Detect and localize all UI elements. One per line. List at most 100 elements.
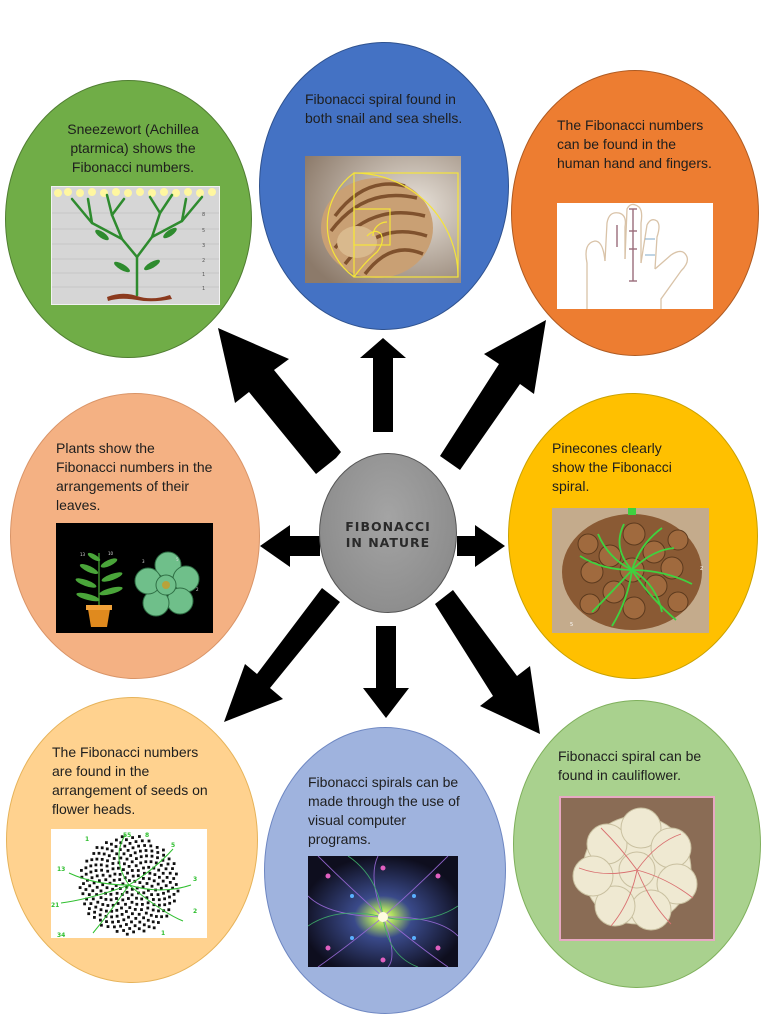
seed-dot [128, 842, 132, 845]
seed-dot [151, 908, 155, 912]
seed-dot [134, 840, 138, 843]
seed-dot [146, 901, 150, 905]
seed-dot [164, 867, 168, 871]
seed-dot [106, 869, 110, 873]
arrow-to-hand [440, 320, 546, 470]
seed-dot [142, 929, 146, 933]
seed-dot [99, 896, 103, 899]
seed-dot [108, 881, 112, 885]
seed-dot [125, 838, 128, 842]
seed-dot [158, 875, 161, 879]
seed-dot [147, 839, 151, 843]
sunflower-label-5: 5 [171, 842, 175, 849]
svg-text:5: 5 [176, 557, 179, 562]
seed-dot [109, 892, 113, 896]
seed-dot [94, 863, 98, 867]
seed-dot [112, 857, 116, 860]
seed-dot [86, 878, 89, 882]
seed-dot [119, 856, 123, 860]
seed-dot [168, 881, 172, 884]
seed-dot [115, 897, 118, 900]
seed-dot [155, 846, 159, 849]
seed-dot [150, 854, 154, 858]
sunflower-label-2: 2 [193, 908, 197, 915]
seed-dot [80, 869, 83, 872]
seed-dot [144, 849, 148, 852]
seed-dot [111, 920, 114, 924]
seed-dot [112, 878, 116, 882]
seed-dot [164, 884, 168, 888]
seed-dot [105, 909, 108, 913]
sneezewort-level-1b: 1 [202, 286, 205, 292]
seed-dot [105, 841, 108, 844]
arrow-to-leaves [260, 525, 320, 567]
seed-dot [147, 888, 150, 892]
seed-dot [166, 862, 170, 866]
seed-dot [156, 893, 160, 896]
computer-spiral-image [308, 856, 458, 967]
seed-dot [110, 849, 114, 853]
seed-dot [128, 906, 132, 909]
seed-dot [161, 858, 165, 862]
seed-dot [122, 929, 125, 932]
seed-dot [115, 838, 118, 842]
seed-dot [85, 897, 88, 901]
seed-dot [134, 917, 138, 920]
seed-dot [131, 846, 135, 850]
seed-dot [156, 851, 160, 854]
seed-dot [92, 881, 96, 885]
seed-dot [123, 876, 127, 880]
seed-dot [153, 873, 157, 876]
seed-dot [123, 862, 126, 866]
seed-dot [96, 900, 100, 904]
seed-dot [145, 896, 149, 900]
seed-dot [113, 925, 116, 929]
seed-dot [100, 858, 104, 861]
seed-dot [172, 877, 176, 880]
arrow-to-shell [360, 338, 406, 432]
seed-dot [110, 915, 113, 919]
seed-dot [124, 902, 127, 906]
seed-dot [95, 874, 99, 878]
seed-dot [95, 893, 98, 896]
seed-dot [163, 897, 166, 901]
seed-dot [172, 893, 176, 896]
seed-dot [130, 869, 134, 872]
seed-dot [90, 858, 94, 862]
seed-dot [104, 898, 108, 901]
seeds-image: 55 34 21 13 8 5 3 2 1 1 [51, 829, 207, 938]
seed-dot [138, 835, 141, 838]
seed-dot [87, 893, 91, 896]
seed-dot [145, 854, 148, 858]
seed-dot [85, 859, 89, 863]
seed-dot [122, 868, 125, 871]
seed-dot [172, 862, 176, 865]
seed-dot [88, 884, 92, 888]
seed-dot [120, 913, 124, 916]
seed-dot [130, 887, 134, 891]
seed-dot [140, 839, 144, 843]
sneezewort-level-1a: 1 [202, 272, 205, 278]
center-title-line2: IN NATURE [345, 535, 431, 550]
seed-dot [151, 920, 155, 924]
seed-dot [111, 867, 115, 871]
seed-dot [140, 908, 143, 911]
seed-dot [115, 930, 119, 933]
seed-dot [98, 879, 101, 883]
cauliflower-text: Fibonacci spiral can be found in caulifl… [558, 748, 702, 783]
seed-dot [125, 910, 128, 913]
seed-dot [135, 886, 139, 890]
seed-dot [105, 920, 108, 923]
seed-dot [91, 889, 95, 893]
seed-dot [87, 912, 91, 916]
computer-text: Fibonacci spirals can be made through th… [308, 774, 460, 847]
seed-dot [131, 912, 134, 916]
seed-dot [104, 878, 108, 882]
sneezewort-level-2: 2 [202, 258, 205, 264]
seed-dot [147, 865, 151, 869]
seed-dot [95, 846, 99, 849]
seed-dot [135, 902, 139, 906]
seed-dot [115, 852, 119, 856]
seed-dot [145, 882, 149, 885]
seed-dot [161, 871, 165, 875]
